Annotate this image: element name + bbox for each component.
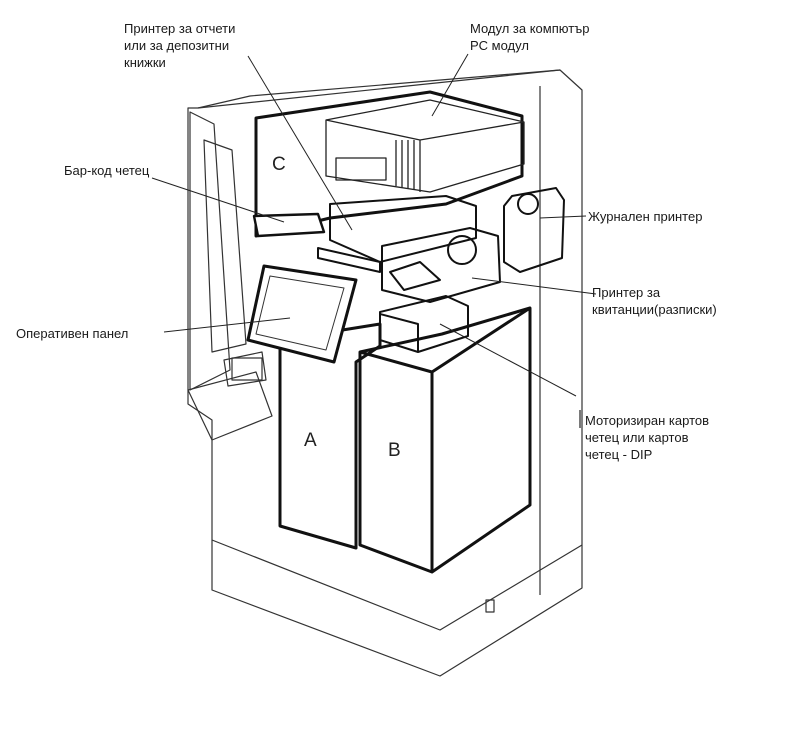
leader-barcode-reader [151,177,285,223]
pc-module-ports [335,157,387,181]
cabinet-top-edge [197,69,561,109]
label-barcode-reader: Бар-код четец [64,163,150,178]
label-report-printer: Принтер за отчети или за депозитни книжк… [124,21,236,70]
zone-label-b: B [388,440,401,461]
cabinet-foot [485,599,495,613]
pc-module-top [325,119,525,141]
receipt-printer-chute [389,261,441,291]
operator-panel-screen [255,275,345,351]
label-journal-printer: Журнален принтер [588,209,703,224]
card-reader-body [379,295,469,353]
journal-printer-roll [517,193,539,215]
label-card-reader: Моторизиран картов четец или картов чете… [585,413,710,462]
journal-printer-body [503,187,565,273]
barcode-reader-device [252,212,326,238]
zone-label-a: A [304,430,317,451]
label-receipt-printer: Принтер за квитанции(разписки) [592,285,717,317]
label-pc-module: Модул за компютър PC модул [470,21,590,53]
leader-pc-module [431,53,469,117]
leader-receipt-printer [471,277,597,295]
operator-panel-frame [246,264,358,364]
fascia-ledge [187,371,273,441]
leader-operator-panel [163,317,291,333]
module-b-top-edge [359,306,531,374]
leader-journal-printer [539,215,587,219]
report-printer-shelf [317,247,381,273]
leader-report-printer [247,55,353,231]
leader-card-reader [439,323,577,397]
fascia [189,111,231,391]
receipt-printer-roll [447,235,477,265]
card-reader-front [379,313,419,352]
cabinet-outline [187,69,583,677]
pc-module-slots [395,140,415,190]
report-printer-body [329,195,477,263]
receipt-printer-body [381,227,501,303]
fascia-card-slot [223,351,267,387]
fascia-keypad [231,357,263,381]
zone-label-c: C [272,154,286,175]
cabinet-bottom-line [211,539,583,631]
fascia-screen-frame [203,139,247,353]
pc-module-body [325,99,525,193]
module-b-outline [358,306,532,574]
label-operator-panel: Оперативен панел [16,326,129,341]
